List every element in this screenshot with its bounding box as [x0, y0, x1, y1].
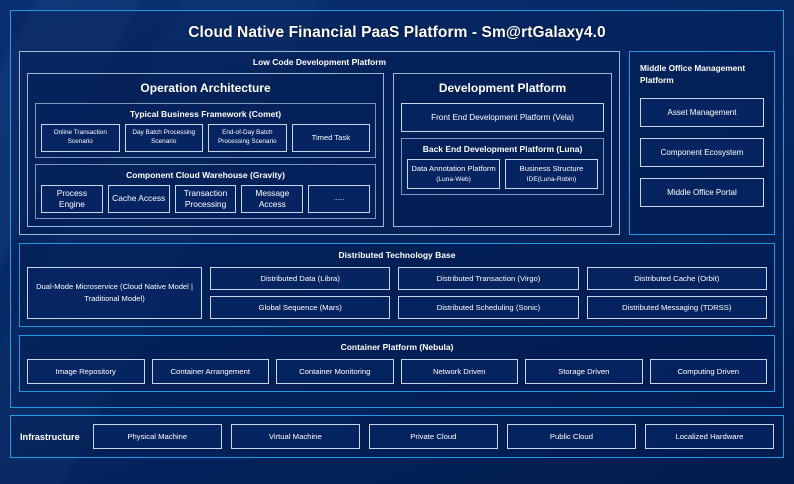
container-item-storage-driven[interactable]: Storage Driven	[525, 359, 643, 385]
dtb-distributed-messaging[interactable]: Distributed Messaging (TDRSS)	[586, 296, 767, 320]
chip-more-ellipsis[interactable]: ......	[308, 185, 371, 214]
middle-office-item-middle-office-portal[interactable]: Middle Office Portal	[640, 178, 764, 208]
chip-day-batch-processing-scenario[interactable]: Day Batch Processing Scenario	[124, 124, 204, 153]
chip-end-of-day-batch-processing-scenario[interactable]: End-of-Day Batch Processing Scenario	[208, 124, 287, 153]
infrastructure-label: Infrastructure	[20, 431, 80, 442]
middle-office-item-asset-management[interactable]: Asset Management	[640, 98, 764, 128]
dtb-column-3: Distributed Cache (Orbit) Distributed Me…	[586, 267, 767, 320]
container-item-container-monitoring[interactable]: Container Monitoring	[276, 359, 394, 385]
chip-timed-task[interactable]: Timed Task	[291, 124, 371, 153]
chip-business-structure-ide[interactable]: Business Structure IDE(Luna-Robin)	[505, 159, 598, 190]
container-item-image-repository[interactable]: Image Repository	[27, 359, 145, 385]
container-platform-section: Container Platform (Nebula) Image Reposi…	[19, 335, 775, 393]
component-cloud-warehouse-title: Component Cloud Warehouse (Gravity)	[126, 170, 285, 181]
dtb-distributed-cache[interactable]: Distributed Cache (Orbit)	[586, 267, 767, 291]
typical-business-framework-title: Typical Business Framework (Comet)	[130, 109, 282, 120]
distributed-technology-base-title: Distributed Technology Base	[338, 250, 456, 261]
chip-message-access[interactable]: Message Access	[241, 185, 304, 214]
dtb-column-2: Distributed Transaction (Virgo) Distribu…	[398, 267, 579, 320]
infrastructure-panel: Infrastructure Physical Machine Virtual …	[10, 415, 784, 458]
chip-business-structure-sub: IDE(Luna-Robin)	[526, 175, 577, 183]
chip-data-annotation-platform-sub: (Luna-Web)	[436, 175, 471, 183]
container-item-network-driven[interactable]: Network Driven	[400, 359, 518, 385]
chip-process-engine[interactable]: Process Engine	[41, 185, 103, 214]
infra-item-virtual-machine[interactable]: Virtual Machine	[230, 424, 360, 449]
infra-item-physical-machine[interactable]: Physical Machine	[92, 424, 222, 449]
component-cloud-warehouse-group: Component Cloud Warehouse (Gravity) Proc…	[35, 164, 377, 220]
infra-item-private-cloud[interactable]: Private Cloud	[368, 424, 498, 449]
typical-business-framework-group: Typical Business Framework (Comet) Onlin…	[35, 103, 377, 159]
chip-business-structure-main: Business Structure	[519, 164, 584, 174]
middle-office-item-component-ecosystem[interactable]: Component Ecosystem	[640, 138, 764, 168]
back-end-row: Data Annotation Platform (Luna-Web) Busi…	[407, 159, 598, 190]
distributed-technology-base-section: Distributed Technology Base Dual-Mode Mi…	[19, 243, 775, 328]
distributed-technology-base-body: Dual-Mode Microservice (Cloud Native Mod…	[27, 267, 767, 320]
upper-region: Low Code Development Platform Operation …	[19, 51, 775, 236]
low-code-title: Low Code Development Platform	[252, 57, 387, 67]
middle-office-management-platform: Middle Office Management Platform Asset …	[629, 51, 775, 236]
dtb-distributed-data[interactable]: Distributed Data (Libra)	[210, 267, 391, 291]
chip-data-annotation-platform[interactable]: Data Annotation Platform (Luna-Web)	[407, 159, 501, 190]
dtb-column-1: Distributed Data (Libra) Global Sequence…	[210, 267, 391, 320]
page-title: Cloud Native Financial PaaS Platform - S…	[188, 24, 606, 41]
container-platform-row: Image Repository Container Arrangement C…	[27, 359, 767, 385]
development-platform-title: Development Platform	[438, 81, 567, 96]
chip-data-annotation-platform-main: Data Annotation Platform	[411, 164, 496, 174]
main-platform-panel: Cloud Native Financial PaaS Platform - S…	[10, 10, 784, 408]
container-platform-title: Container Platform (Nebula)	[340, 342, 454, 353]
container-item-computing-driven[interactable]: Computing Driven	[649, 359, 767, 385]
operation-architecture-box: Operation Architecture Typical Business …	[27, 73, 385, 228]
development-platform-box: Development Platform Front End Developme…	[393, 73, 612, 228]
dtb-dual-mode-microservice[interactable]: Dual-Mode Microservice (Cloud Native Mod…	[27, 267, 202, 320]
dtb-global-sequence[interactable]: Global Sequence (Mars)	[210, 296, 391, 320]
dtb-distributed-transaction[interactable]: Distributed Transaction (Virgo)	[398, 267, 579, 291]
infra-item-public-cloud[interactable]: Public Cloud	[506, 424, 636, 449]
chip-online-transaction-scenario[interactable]: Online Transaction Scenario	[41, 124, 120, 153]
container-item-container-arrangement[interactable]: Container Arrangement	[151, 359, 269, 385]
dtb-distributed-scheduling[interactable]: Distributed Scheduling (Sonic)	[398, 296, 579, 320]
middle-office-title: Middle Office Management Platform	[640, 63, 746, 86]
typical-business-framework-row: Online Transaction Scenario Day Batch Pr…	[41, 124, 371, 153]
front-end-development-platform[interactable]: Front End Development Platform (Vela)	[401, 103, 604, 133]
back-end-development-platform-group: Back End Development Platform (Luna) Dat…	[401, 138, 604, 196]
operation-architecture-title: Operation Architecture	[140, 81, 271, 96]
component-cloud-warehouse-row: Process Engine Cache Access Transaction …	[41, 185, 371, 214]
infra-item-localized-hardware[interactable]: Localized Hardware	[644, 424, 774, 449]
chip-transaction-processing[interactable]: Transaction Processing	[174, 185, 237, 214]
back-end-development-platform-title: Back End Development Platform (Luna)	[422, 144, 583, 155]
low-code-body: Operation Architecture Typical Business …	[27, 73, 612, 228]
low-code-development-platform: Low Code Development Platform Operation …	[19, 51, 620, 236]
chip-cache-access[interactable]: Cache Access	[107, 185, 170, 214]
